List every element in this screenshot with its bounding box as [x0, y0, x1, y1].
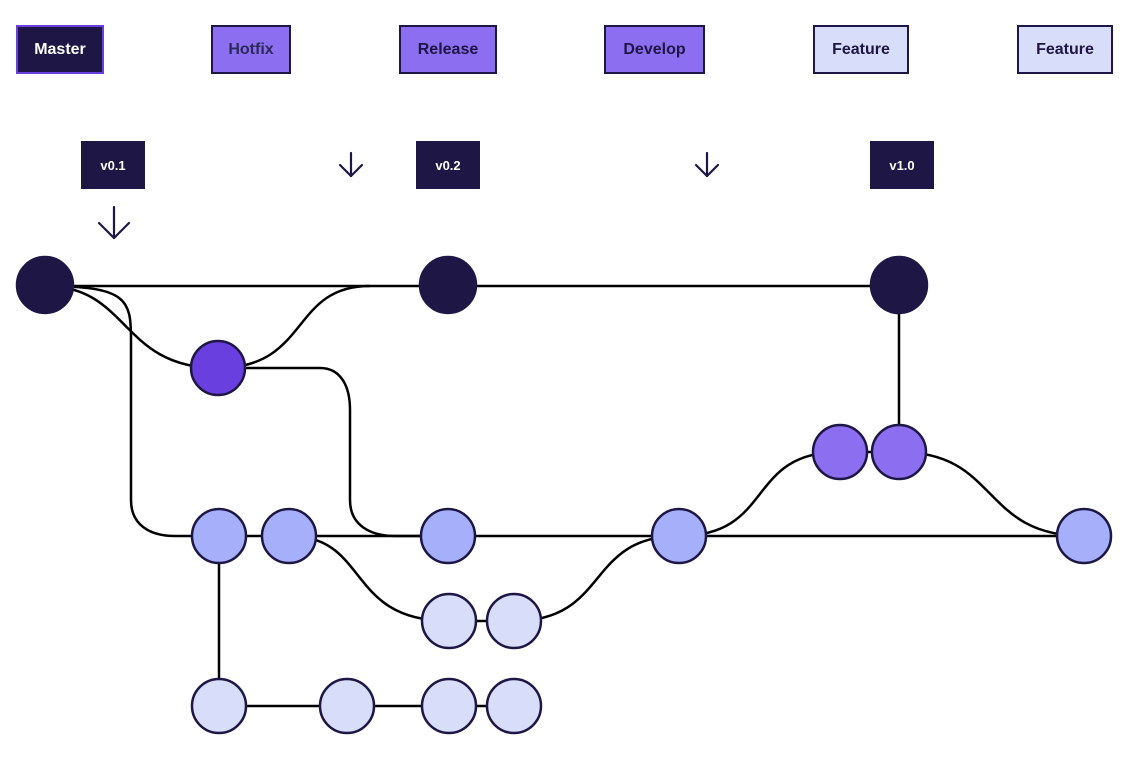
commit-hotfix — [189, 339, 247, 397]
commit-develop — [190, 507, 248, 565]
branch-label-feature-2: Feature — [1017, 25, 1113, 74]
commit-develop — [650, 507, 708, 565]
commit-release — [811, 423, 869, 481]
down-arrow-icon — [694, 151, 720, 178]
commit-feature-2 — [420, 677, 478, 735]
branch-label-develop: Develop — [604, 25, 705, 74]
branch-label-hotfix: Hotfix — [211, 25, 291, 74]
hotfix-merge-master-line — [217, 284, 371, 370]
version-tag-v02: v0.2 — [416, 141, 480, 189]
branch-label-feature-1: Feature — [813, 25, 909, 74]
down-arrow-icon — [338, 151, 364, 178]
commit-feature-1 — [420, 592, 478, 650]
commit-develop — [419, 507, 477, 565]
commit-master — [869, 255, 929, 315]
release-merge-develop-line — [898, 450, 1085, 538]
commit-feature-2 — [485, 677, 543, 735]
version-tag-v10: v1.0 — [870, 141, 934, 189]
version-tag-v01: v0.1 — [81, 141, 145, 189]
commit-feature-2 — [190, 677, 248, 735]
commit-master — [418, 255, 478, 315]
commit-release — [870, 423, 928, 481]
commit-feature-2 — [318, 677, 376, 735]
branch-label-release: Release — [399, 25, 497, 74]
commit-master — [15, 255, 75, 315]
commit-develop — [260, 507, 318, 565]
hotfix-merge-develop-line — [218, 366, 448, 538]
release-branch-line — [678, 450, 841, 538]
branch-label-master: Master — [16, 25, 104, 74]
commit-develop — [1055, 507, 1113, 565]
feature-1-merge-line — [513, 534, 680, 623]
down-arrow-icon — [97, 205, 131, 240]
develop-branch-line — [44, 284, 219, 538]
commit-feature-1 — [485, 592, 543, 650]
